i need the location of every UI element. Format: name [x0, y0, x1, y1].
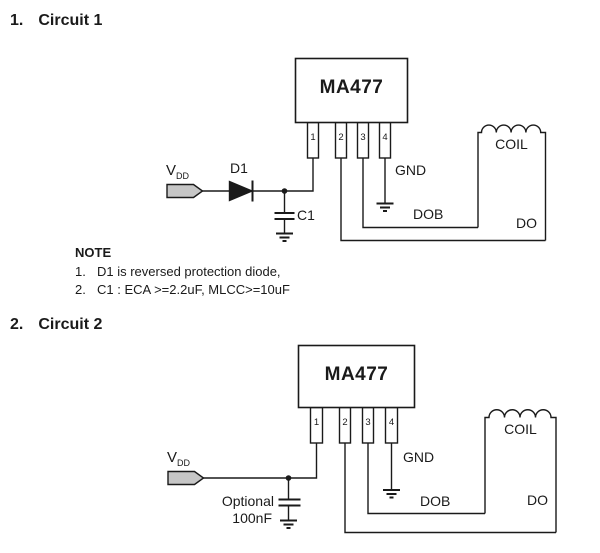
circuit1-drawing — [166, 57, 547, 242]
wire2-pin3-to-dob — [367, 443, 485, 515]
dob1-label: DOB — [413, 206, 444, 222]
vdd1-subscript: DD — [176, 170, 190, 181]
vdd1-main: V — [166, 162, 177, 179]
wire1-pin2-to-do — [340, 158, 546, 242]
coil2-label: COIL — [504, 421, 537, 437]
vdd2-main: V — [167, 449, 178, 466]
c1-ground-icon — [276, 232, 293, 242]
heading-circuit1: 1. Circuit 1 — [10, 12, 102, 30]
pin4-ground2-icon — [383, 489, 400, 499]
chip2-body — [297, 344, 416, 409]
cap-value-label: 100nF — [232, 510, 272, 526]
vdd2-connector-icon — [167, 470, 205, 486]
cap2-ground-icon — [280, 519, 297, 529]
note-item-1-text: D1 is reversed protection diode, — [97, 264, 281, 279]
chip2-pin3-number: 3 — [365, 417, 371, 428]
pin4-ground1-icon — [376, 202, 394, 212]
note-item-2-text: C1 : ECA >=2.2uF, MLCC>=10uF — [97, 282, 290, 297]
chip1-pin2-number: 2 — [338, 132, 344, 143]
gnd2-label: GND — [403, 449, 435, 465]
dob2-label: DOB — [420, 493, 451, 509]
chip2-pin1-number: 1 — [313, 417, 320, 428]
coil1-label: COIL — [495, 136, 528, 152]
note-item-1: 1. D1 is reversed protection diode, — [75, 264, 290, 279]
note-block: NOTE 1. D1 is reversed protection diode,… — [75, 245, 290, 297]
vdd1-connector-icon — [166, 183, 204, 199]
chip2-pin2-number: 2 — [342, 417, 348, 428]
c1-label: C1 — [297, 207, 315, 223]
coil1-icon — [477, 124, 547, 241]
chip1-pin1-number: 1 — [310, 132, 316, 143]
chip1-label: MA477 — [319, 77, 384, 98]
heading1-number: 1. — [10, 12, 24, 29]
note-title: NOTE — [75, 245, 112, 260]
note-item-1-number: 1. — [75, 264, 86, 279]
do1-label: DO — [516, 215, 537, 231]
gnd1-label: GND — [395, 162, 427, 178]
heading2-number: 2. — [10, 316, 24, 333]
heading1-title: Circuit 1 — [38, 12, 103, 29]
wire1-pin1-to-junction — [284, 158, 314, 192]
wire2-pin1-to-junction — [288, 443, 318, 479]
vdd2-label: VDD — [167, 449, 191, 469]
chip2-label: MA477 — [324, 364, 389, 385]
vdd1-label: VDD — [166, 162, 190, 182]
note-item-2-number: 2. — [75, 282, 86, 297]
capacitor1-icon — [274, 212, 295, 220]
chip1-pin3-number: 3 — [360, 132, 366, 143]
optional-label: Optional — [221, 493, 274, 509]
capacitor2-icon — [278, 498, 301, 507]
heading-circuit2: 2. Circuit 2 — [10, 316, 102, 334]
wire1-pin3-to-dob — [362, 158, 478, 229]
d1-label: D1 — [230, 160, 248, 176]
note-item-2: 2. C1 : ECA >=2.2uF, MLCC>=10uF — [75, 282, 290, 297]
wire2-pin2-to-do — [344, 443, 556, 534]
vdd2-subscript: DD — [177, 457, 191, 468]
circuit2-drawing — [167, 344, 557, 534]
coil2-icon — [484, 409, 557, 533]
chip2-pin4-number: 4 — [388, 417, 395, 428]
chip1-pin4-number: 4 — [382, 132, 388, 143]
diode1-icon — [228, 180, 254, 202]
heading2-title: Circuit 2 — [38, 316, 103, 333]
do2-label: DO — [527, 492, 548, 508]
chip1-body — [294, 57, 409, 124]
